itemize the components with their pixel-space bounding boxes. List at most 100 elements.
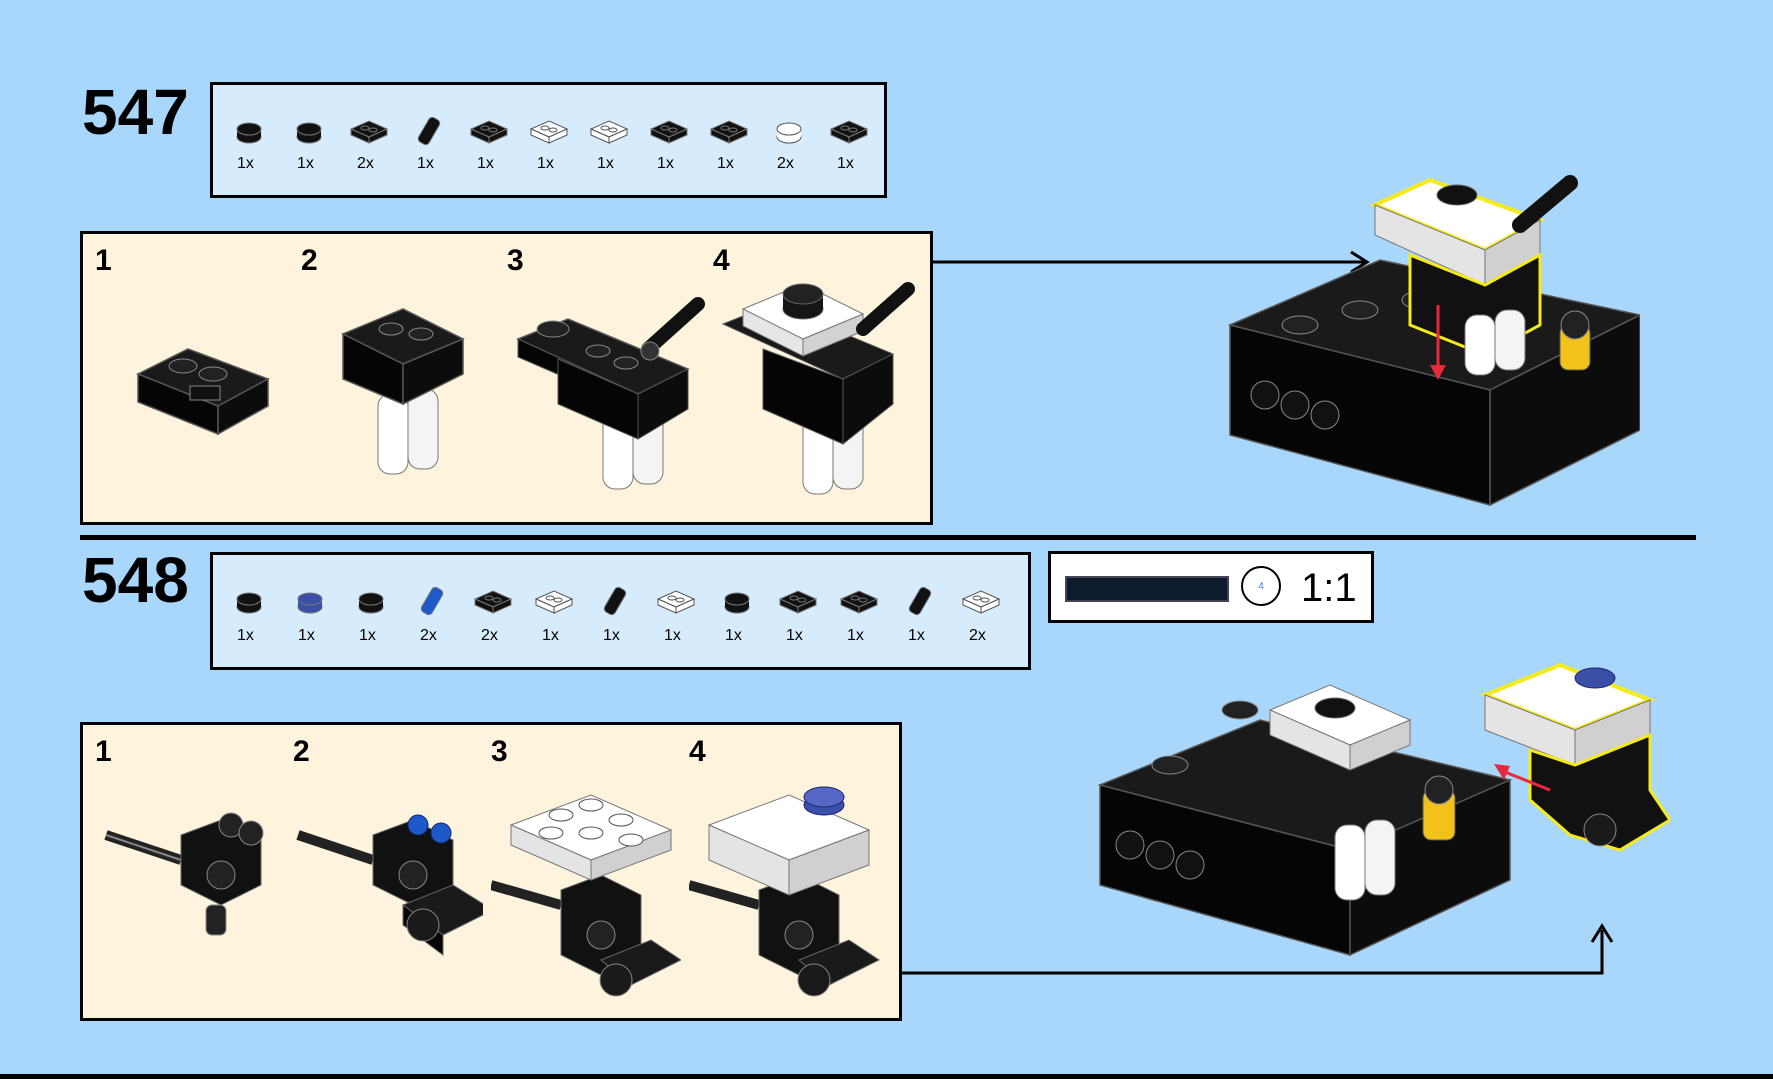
part-dark-round-stud-icon: 1x xyxy=(349,555,409,667)
white-tile-2x2-icon xyxy=(656,590,696,614)
part-quantity: 1x xyxy=(603,627,620,644)
part-white-plate-2x3-icon: 2x xyxy=(959,555,1019,667)
dark-clip-icon xyxy=(469,120,509,144)
substep-panel-548: 1 2 3 4 xyxy=(80,722,902,1021)
substep-label-3: 3 xyxy=(507,244,524,277)
white-jumper-plate-icon xyxy=(589,120,629,144)
part-dark-clip-icon: 1x xyxy=(467,85,527,195)
scale-circle-icon: 4 xyxy=(1241,566,1281,606)
part-quantity: 1x xyxy=(417,155,434,172)
dark-axle-icon xyxy=(908,586,932,616)
part-quantity: 1x xyxy=(725,627,742,644)
white-jumper-plate-icon xyxy=(534,590,574,614)
part-quantity: 2x xyxy=(357,155,374,172)
substep-model-2 xyxy=(296,814,483,956)
dark-technic-brick-icon xyxy=(829,120,869,144)
part-quantity: 1x xyxy=(477,155,494,172)
step-number-548: 548 xyxy=(82,544,189,616)
part-quantity: 2x xyxy=(969,627,986,644)
substep-label-1: 1 xyxy=(95,244,112,277)
callout-arrow-547 xyxy=(933,250,1370,274)
part-quantity: 1x xyxy=(847,627,864,644)
part-dark-plate-1x2-icon: 2x xyxy=(471,555,531,667)
parts-list-547: 1x 1x 2x 1x 1x 1x 1x 1x 1x 2x 1x xyxy=(210,82,887,198)
substep-model-3 xyxy=(516,297,705,490)
page-bottom-edge xyxy=(0,1074,1773,1079)
part-quantity: 1x xyxy=(237,627,254,644)
part-white-jumper-plate-icon: 1x xyxy=(532,555,592,667)
part-quantity: 1x xyxy=(297,155,314,172)
part-quantity: 1x xyxy=(837,155,854,172)
substep-panel-547: 1 2 3 4 xyxy=(80,231,933,525)
part-quantity: 2x xyxy=(777,155,794,172)
substep-label-3: 3 xyxy=(491,735,508,768)
part-blue-pin-icon: 2x xyxy=(410,555,470,667)
part-white-round-brick-icon: 2x xyxy=(767,85,827,195)
dark-tile-1x2-icon xyxy=(349,120,389,144)
part-dark-technic-cross-block-icon: 1x xyxy=(837,555,897,667)
part-dark-axle-icon: 1x xyxy=(898,555,958,667)
substep-model-3 xyxy=(491,794,681,997)
substep-label-4: 4 xyxy=(689,735,706,768)
blue-round-tile-icon xyxy=(297,592,323,614)
step-number-547: 547 xyxy=(82,76,189,148)
part-quantity: 1x xyxy=(359,627,376,644)
substep-label-2: 2 xyxy=(293,735,310,768)
substep-model-4 xyxy=(721,282,915,495)
dark-bracket-icon xyxy=(649,120,689,144)
dark-axle-connector-icon xyxy=(603,586,627,616)
part-blue-round-tile-icon: 1x xyxy=(288,555,348,667)
part-quantity: 1x xyxy=(597,155,614,172)
part-quantity: 1x xyxy=(298,627,315,644)
part-dark-bar-holder-icon: 1x xyxy=(407,85,467,195)
part-dark-plate-1x4-icon: 1x xyxy=(707,85,767,195)
substep-label-4: 4 xyxy=(713,244,730,277)
dark-round-plate-icon xyxy=(236,592,262,614)
part-quantity: 1x xyxy=(786,627,803,644)
dark-plate-1x2-icon xyxy=(473,590,513,614)
white-plate-2x2-icon xyxy=(529,120,569,144)
dark-technic-cross-block-icon xyxy=(839,590,879,614)
part-quantity: 1x xyxy=(908,627,925,644)
part-dark-axle-connector-icon: 1x xyxy=(593,555,653,667)
part-dark-tile-1x2-icon: 2x xyxy=(347,85,407,195)
part-dark-plate-round-corner-icon: 1x xyxy=(715,555,775,667)
part-dark-round-plate-icon: 1x xyxy=(227,555,287,667)
dark-plate-1x4-icon xyxy=(709,120,749,144)
dark-technic-liftarm-icon xyxy=(778,590,818,614)
substep-model-4 xyxy=(689,786,880,997)
parts-list-548: 1x 1x 1x 2x 2x 1x 1x 1x 1x 1x 1x 1x 2x xyxy=(210,552,1031,670)
scale-label: 1:1 xyxy=(1301,566,1357,610)
dark-round-plate-icon xyxy=(296,122,322,144)
part-white-jumper-plate-icon: 1x xyxy=(587,85,647,195)
dark-bar-holder-icon xyxy=(417,116,441,146)
part-quantity: 1x xyxy=(537,155,554,172)
scale-indicator: 4 1:1 xyxy=(1048,551,1374,623)
part-dark-round-tile-icon: 1x xyxy=(227,85,287,195)
part-dark-round-plate-icon: 1x xyxy=(287,85,347,195)
part-quantity: 1x xyxy=(664,627,681,644)
blue-pin-icon xyxy=(420,586,444,616)
white-round-brick-icon xyxy=(776,122,802,144)
part-quantity: 2x xyxy=(481,627,498,644)
part-quantity: 1x xyxy=(717,155,734,172)
dark-plate-round-corner-icon xyxy=(724,592,750,614)
white-plate-2x3-icon xyxy=(961,590,1001,614)
step-divider xyxy=(80,535,1696,540)
part-quantity: 1x xyxy=(542,627,559,644)
part-quantity: 1x xyxy=(657,155,674,172)
substep-label-2: 2 xyxy=(301,244,318,277)
callout-arrow-548-connector xyxy=(902,923,1614,975)
scale-axle-bar xyxy=(1065,576,1229,602)
part-quantity: 1x xyxy=(237,155,254,172)
dark-round-tile-icon xyxy=(236,122,262,144)
part-dark-technic-liftarm-icon: 1x xyxy=(776,555,836,667)
assembly-model-547 xyxy=(1227,175,1640,507)
substep-label-1: 1 xyxy=(95,735,112,768)
part-dark-technic-brick-icon: 1x xyxy=(827,85,887,195)
assembly-model-548 xyxy=(1097,662,1670,957)
part-quantity: 2x xyxy=(420,627,437,644)
substep-model-1 xyxy=(104,812,264,936)
dark-round-stud-icon xyxy=(358,592,384,614)
substep-model-2 xyxy=(341,308,465,475)
